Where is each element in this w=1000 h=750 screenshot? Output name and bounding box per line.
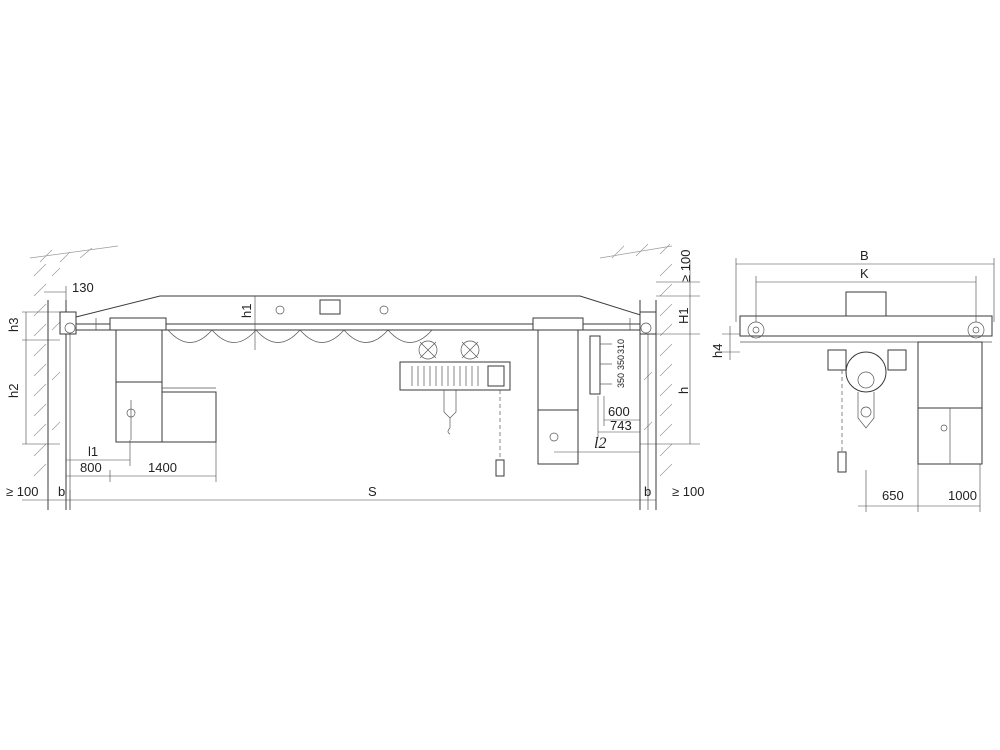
dim-800: 800: [80, 460, 102, 475]
dim-310: 310: [616, 339, 626, 354]
dim-650: 650: [882, 488, 904, 503]
dim-S: S: [368, 484, 377, 499]
dim-1400: 1400: [148, 460, 177, 475]
dim-130: 130: [72, 280, 94, 295]
hoist-trolley: [399, 340, 511, 477]
dim-h4: h4: [710, 344, 725, 358]
dim-B: B: [860, 248, 869, 263]
dim-K: K: [860, 266, 869, 281]
side-view: [722, 258, 995, 512]
dim-h: h: [676, 387, 691, 394]
dim-h3: h3: [6, 318, 21, 332]
left-cabin: [109, 317, 217, 443]
dim-H1: H1: [676, 307, 691, 324]
dim-ge100-top: ≥ 100: [678, 250, 693, 282]
dim-l2: l2: [594, 435, 606, 452]
dim-l1: l1: [88, 444, 98, 459]
dim-600: 600: [608, 404, 630, 419]
right-cabin: [532, 317, 612, 465]
right-dimensions: [554, 260, 700, 453]
dim-h1: h1: [239, 304, 254, 318]
dim-350b: 350: [616, 355, 626, 370]
dim-350a: 350: [616, 373, 626, 388]
main-girder: [59, 295, 657, 343]
left-dimensions: [22, 286, 657, 510]
dim-1000: 1000: [948, 488, 977, 503]
dim-ge100-left: ≥ 100: [6, 484, 38, 499]
dim-743: 743: [610, 418, 632, 433]
dim-b-left: b: [58, 484, 65, 499]
dim-h2: h2: [6, 384, 21, 398]
dim-ge100-right: ≥ 100: [672, 484, 704, 499]
left-wall: [29, 245, 119, 510]
dim-b-right: b: [644, 484, 651, 499]
right-wall: [599, 243, 673, 510]
